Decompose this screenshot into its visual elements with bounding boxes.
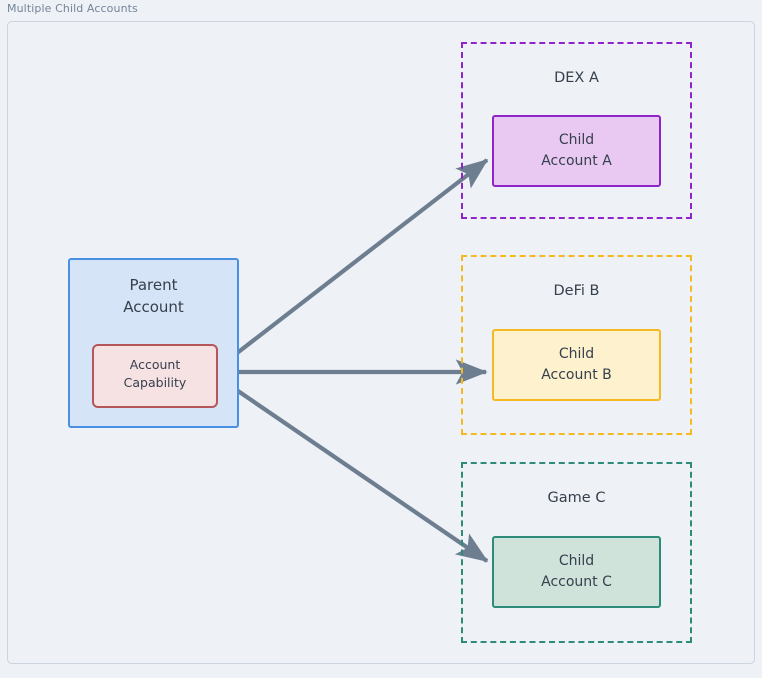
parent-account-label: Parent Account <box>123 276 184 316</box>
child-account-c-label: Child Account C <box>541 553 612 590</box>
group-game-c[interactable]: Game C <box>461 462 692 643</box>
group-defi-b[interactable]: DeFi B <box>461 255 692 435</box>
child-account-b-node[interactable]: Child Account B <box>492 329 661 401</box>
group-game-c-title: Game C <box>547 490 606 506</box>
group-dex-a-title: DEX A <box>554 70 599 86</box>
group-defi-b-title: DeFi B <box>553 283 600 299</box>
frame-title: Multiple Child Accounts <box>7 2 138 15</box>
diagram-frame <box>7 21 755 664</box>
account-capability-node[interactable]: Account Capability <box>92 344 218 408</box>
child-account-a-label: Child Account A <box>541 132 612 169</box>
child-account-c-node[interactable]: Child Account C <box>492 536 661 608</box>
child-account-a-node[interactable]: Child Account A <box>492 115 661 187</box>
child-account-b-label: Child Account B <box>541 346 612 383</box>
group-dex-a[interactable]: DEX A <box>461 42 692 219</box>
account-capability-label: Account Capability <box>123 357 187 390</box>
